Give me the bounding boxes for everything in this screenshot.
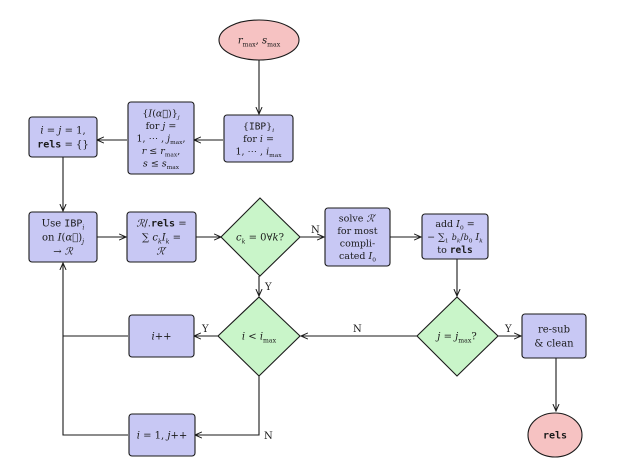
increment-i-box bbox=[128, 314, 195, 358]
add-line: − ∑1 bk/b0 Ik bbox=[427, 232, 483, 245]
dec_j-line: j = jmax? bbox=[435, 332, 476, 345]
ibp-set-box bbox=[223, 114, 294, 163]
add-box bbox=[421, 213, 489, 260]
ints-line: r ≤ rmax, bbox=[142, 146, 181, 159]
solve-line: cated I0 bbox=[339, 251, 376, 264]
ints-line: for j = bbox=[146, 121, 177, 132]
integrals-set-box bbox=[127, 101, 195, 175]
solve-line: compli- bbox=[340, 239, 375, 250]
solve-box bbox=[324, 207, 391, 267]
init-line: rels = {} bbox=[37, 140, 89, 151]
ints-line: s ≤ smax bbox=[143, 158, 180, 171]
start-terminal-label: rmax, smax bbox=[238, 36, 281, 49]
use-line: Use IBPi bbox=[42, 219, 85, 232]
ibp-line: 1, ⋯ , imax bbox=[235, 146, 282, 159]
dec_ck-line: ck = 0∀k? bbox=[236, 233, 284, 246]
increment-i-label: i++ bbox=[152, 332, 172, 343]
ints-line: 1, ⋯ , jmax, bbox=[136, 133, 185, 146]
rel-line: ∑ ckIk = bbox=[142, 233, 181, 246]
edge-label-ck-yes: Y bbox=[264, 282, 272, 293]
solve-line: solve ℛ′ bbox=[339, 214, 377, 225]
j-equals-jmax-decision-label: j = jmax? bbox=[435, 332, 476, 345]
end-terminal bbox=[527, 412, 583, 458]
ck-zero-decision-label: ck = 0∀k? bbox=[236, 233, 284, 246]
relation-box bbox=[126, 211, 197, 263]
i-less-imax-decision bbox=[217, 296, 301, 377]
add-line: add I0 = bbox=[435, 219, 474, 232]
reset-i-increment-j-label: i = 1, j++ bbox=[137, 431, 188, 442]
use-line: → ℛ bbox=[53, 247, 74, 258]
edge-i-no-to-reset bbox=[195, 376, 260, 435]
resub-line: re-sub bbox=[538, 325, 570, 336]
edge-reset-loop-to-use bbox=[63, 263, 128, 436]
edge-label-ck-no: N bbox=[311, 225, 320, 236]
j-equals-jmax-decision bbox=[416, 296, 499, 377]
end-line: rels bbox=[543, 431, 567, 442]
use-line: on I(α⃗)j bbox=[42, 233, 84, 246]
solve-label: solve ℛ′for most compli-cated I0 bbox=[337, 214, 377, 264]
solve-line: for most bbox=[337, 226, 377, 237]
ibp-line: for i = bbox=[243, 134, 274, 145]
resub-clean-label: re-sub & clean bbox=[534, 325, 574, 350]
ck-zero-decision bbox=[220, 197, 301, 277]
reset-line: i = 1, j++ bbox=[137, 431, 188, 442]
i-less-imax-decision-label: i < imax bbox=[242, 332, 277, 345]
ibp-line: {IBP}i bbox=[243, 121, 274, 134]
inc_i-line: i++ bbox=[152, 332, 172, 343]
edge-label-j-no: N bbox=[353, 324, 362, 335]
end-terminal-label: rels bbox=[543, 431, 567, 442]
start-line: rmax, smax bbox=[238, 36, 281, 49]
resub-line: & clean bbox=[534, 339, 574, 350]
init-label: i = j = 1, rels = {} bbox=[37, 126, 89, 151]
edges bbox=[63, 60, 556, 435]
init-line: i = j = 1, bbox=[40, 126, 85, 137]
edge-label-i-no: N bbox=[264, 431, 273, 442]
edge-label-j-yes: Y bbox=[504, 324, 512, 335]
use-ibp-box bbox=[28, 211, 98, 263]
reset-i-increment-j-box bbox=[128, 413, 196, 457]
edge-label-i-yes: Y bbox=[201, 324, 209, 335]
dec_i-line: i < imax bbox=[242, 332, 277, 345]
init-box bbox=[28, 116, 98, 158]
start-terminal bbox=[218, 19, 300, 61]
add-line: to rels bbox=[437, 245, 472, 256]
rel-line: ℛ′ bbox=[156, 247, 167, 258]
resub-clean-box bbox=[521, 313, 587, 359]
rel-line: ℛ/.rels = bbox=[136, 219, 186, 230]
ints-line: {I(α⃗)}j bbox=[142, 108, 179, 121]
relation-label: ℛ/.rels = ∑ ckIk =ℛ′ bbox=[136, 219, 186, 258]
edge-labels: N Y Y N Y N bbox=[201, 225, 512, 442]
